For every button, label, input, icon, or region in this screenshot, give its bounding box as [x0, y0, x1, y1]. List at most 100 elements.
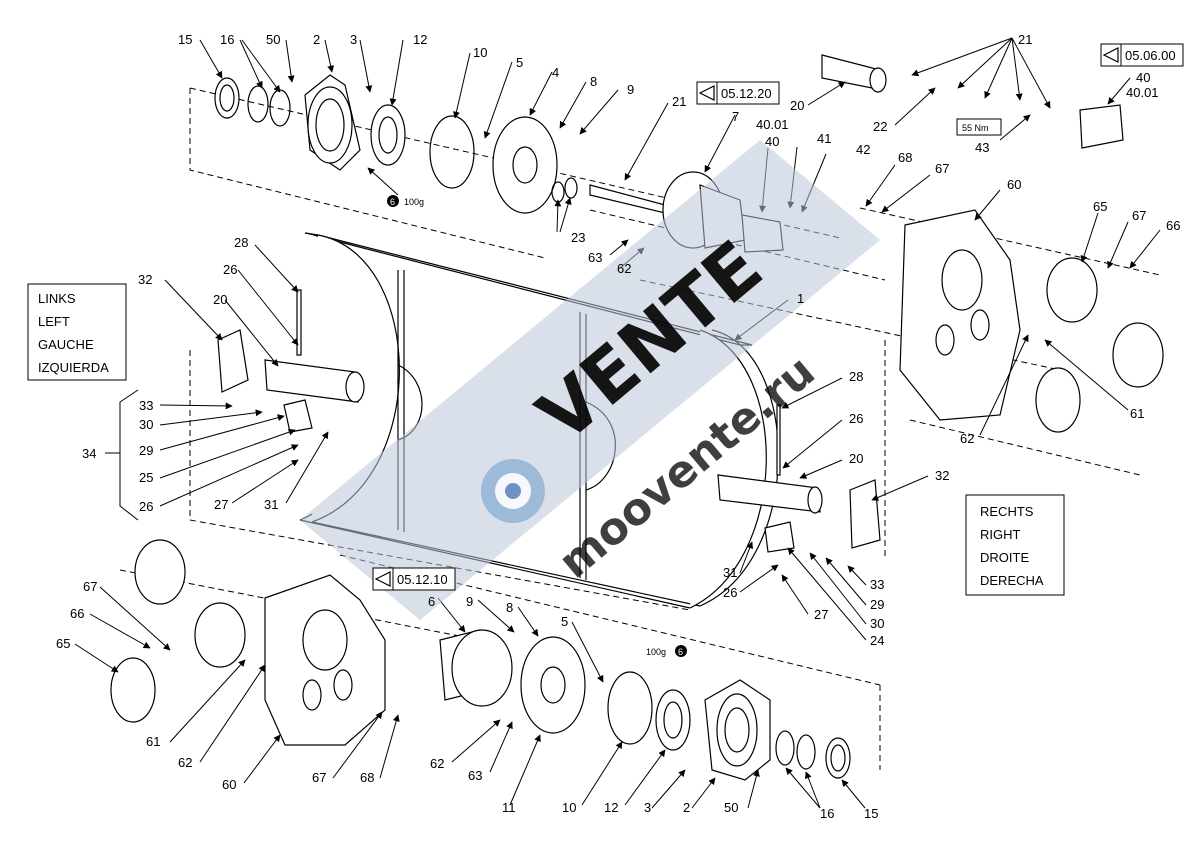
part-number: 20: [213, 292, 227, 307]
grease-mark-top: 6 100g: [387, 195, 424, 207]
part-number: 15: [864, 806, 878, 821]
parts-middle: [217, 289, 881, 553]
part-number: 27: [214, 497, 228, 512]
part-number: 26: [723, 585, 737, 600]
part-number: 20: [790, 98, 804, 113]
part-number: 9: [466, 594, 473, 609]
part-number: 43: [975, 140, 989, 155]
side-right-line: RECHTS: [980, 504, 1034, 519]
part-number: 40.01: [756, 117, 789, 132]
part-number: 10: [562, 800, 576, 815]
part-number: 9: [627, 82, 634, 97]
side-left-box: LINKS LEFT GAUCHE IZQUIERDA: [27, 283, 127, 381]
part-number: 65: [56, 636, 70, 651]
part-number: 67: [312, 770, 326, 785]
part-number: 4: [552, 65, 559, 80]
part-number: 16: [820, 806, 834, 821]
reference-arrow-icon: [698, 85, 715, 101]
part-number: 67: [83, 579, 97, 594]
part-number: 7: [732, 109, 739, 124]
torque-box: 55 Nm: [956, 118, 1002, 136]
labels-middle: 28 26 20 32 33 30 29 25 26 27 31 34 1 28…: [82, 235, 949, 648]
part-number: 30: [870, 616, 884, 631]
part-number: 28: [849, 369, 863, 384]
part-number: 3: [350, 32, 357, 47]
part-number: 60: [1007, 177, 1021, 192]
part-number: 2: [313, 32, 320, 47]
part-number: 63: [588, 250, 602, 265]
part-number: 65: [1093, 199, 1107, 214]
part-number: 12: [604, 800, 618, 815]
part-number: 62: [178, 755, 192, 770]
part-number: 34: [82, 446, 96, 461]
part-number: 66: [1166, 218, 1180, 233]
part-number: 63: [468, 768, 482, 783]
part-number: 26: [223, 262, 237, 277]
side-left-line: IZQUIERDA: [38, 360, 109, 375]
torque-value: 55 Nm: [962, 123, 989, 133]
part-number: 11: [502, 800, 516, 815]
side-left-line: LINKS: [38, 291, 76, 306]
part-number: 3: [644, 800, 651, 815]
ref-number: 05.12.10: [397, 572, 448, 587]
part-number: 6: [428, 594, 435, 609]
grease-icon: [387, 195, 399, 207]
side-right-box: RECHTS RIGHT DROITE DERECHA: [965, 494, 1065, 596]
part-number: 40: [765, 134, 779, 149]
part-number: 22: [873, 119, 887, 134]
grease-icon: [675, 645, 687, 657]
part-number: 67: [935, 161, 949, 176]
part-number: 68: [360, 770, 374, 785]
parts-bottom: [110, 539, 851, 781]
part-number: 40: [1136, 70, 1150, 85]
grease-amount: 100g: [646, 647, 666, 657]
ref-box-top-right: 05.06.00: [1100, 43, 1184, 67]
part-number: 30: [139, 417, 153, 432]
part-number: 27: [814, 607, 828, 622]
grease-symbol: 6: [390, 197, 395, 207]
part-number: 5: [516, 55, 523, 70]
labels-top: 15 16 50 2 3 12 10 5 4 8 9 21 7 40.01 40…: [178, 32, 1180, 446]
part-number: 15: [178, 32, 192, 47]
part-number: 40.01: [1126, 85, 1159, 100]
part-number: 8: [506, 600, 513, 615]
side-left-line: GAUCHE: [38, 337, 94, 352]
part-number: 62: [430, 756, 444, 771]
part-number: 8: [590, 74, 597, 89]
part-number: 26: [849, 411, 863, 426]
part-number: 32: [935, 468, 949, 483]
part-number: 29: [139, 443, 153, 458]
part-number: 68: [898, 150, 912, 165]
part-number: 1: [797, 291, 804, 306]
ref-number: 05.12.20: [721, 86, 772, 101]
ref-box-top-center: 05.12.20: [696, 81, 780, 105]
part-number: 31: [723, 565, 737, 580]
grease-symbol: 6: [678, 647, 683, 657]
part-number: 67: [1132, 208, 1146, 223]
part-number: 61: [1130, 406, 1144, 421]
side-right-line: RIGHT: [980, 527, 1021, 542]
part-number: 50: [266, 32, 280, 47]
grease-amount: 100g: [404, 197, 424, 207]
part-number: 62: [960, 431, 974, 446]
part-number: 12: [413, 32, 427, 47]
part-number: 25: [139, 470, 153, 485]
part-number: 24: [870, 633, 884, 648]
part-number: 29: [870, 597, 884, 612]
part-number: 33: [870, 577, 884, 592]
part-number: 23: [571, 230, 585, 245]
side-right-line: DROITE: [980, 550, 1029, 565]
part-number: 21: [672, 94, 686, 109]
part-number: 42: [856, 142, 870, 157]
part-number: 5: [561, 614, 568, 629]
part-number: 61: [146, 734, 160, 749]
ref-number: 05.06.00: [1125, 48, 1176, 63]
side-right-line: DERECHA: [980, 573, 1044, 588]
reference-arrow-icon: [374, 571, 391, 587]
ref-box-bottom: 05.12.10: [372, 567, 456, 591]
part-number: 26: [139, 499, 153, 514]
parts-top: [214, 54, 1164, 433]
part-number: 28: [234, 235, 248, 250]
